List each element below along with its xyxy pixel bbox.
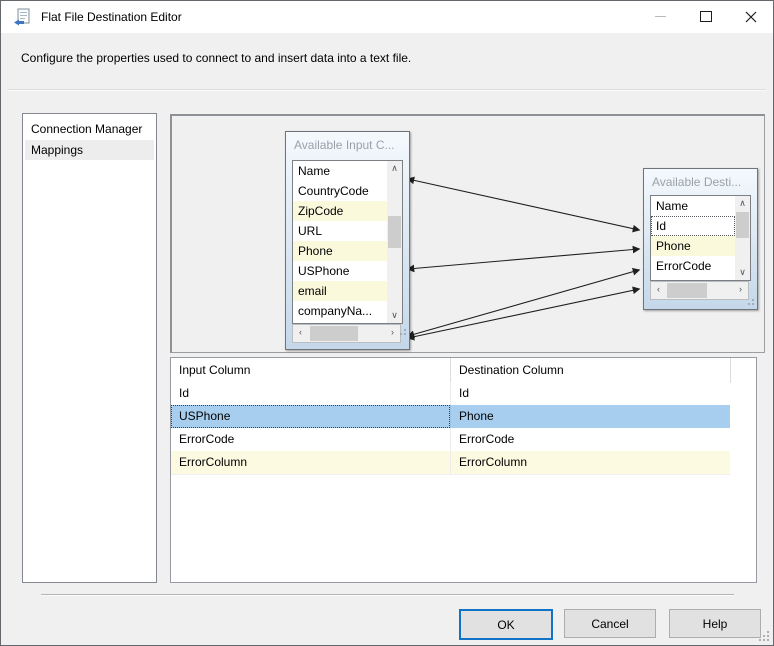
connection-line-errorcolumn[interactable] [406, 286, 641, 341]
grid-row-errorcolumn[interactable]: ErrorColumn ErrorColumn [171, 451, 730, 475]
available-destination-columns-title: Available Desti... [652, 175, 742, 189]
available-input-columns-title: Available Input C... [294, 138, 395, 152]
close-icon [745, 11, 756, 22]
input-column-item[interactable]: companyNa... [298, 304, 373, 318]
grid-cell-input[interactable]: USPhone [171, 405, 450, 428]
grid-row-id[interactable]: Id Id [171, 382, 730, 406]
title-bar[interactable]: Flat File Destination Editor [1, 1, 773, 33]
grid-cell-destination[interactable]: Id [450, 382, 739, 405]
mapping-diagram-panel: Available Input C... Name CountryCode Zi… [170, 114, 765, 353]
scrollbar-thumb[interactable] [310, 326, 358, 341]
available-input-columns-box[interactable]: Available Input C... Name CountryCode Zi… [285, 131, 410, 350]
input-column-item[interactable]: email [293, 281, 387, 301]
connection-line-errorcode[interactable] [406, 268, 641, 338]
scroll-up-icon[interactable]: ∧ [739, 198, 746, 208]
destination-column-item[interactable]: Id [651, 216, 735, 236]
resize-grip-icon[interactable] [745, 296, 755, 306]
ok-button[interactable]: OK [459, 609, 553, 640]
dialog-description: Configure the properties used to connect… [21, 51, 412, 65]
sidebar-item-mappings[interactable]: Mappings [25, 140, 154, 160]
destination-columns-list: Name Id Phone ErrorCode ∧ ∨ [650, 195, 751, 281]
input-column-item[interactable]: Phone [293, 241, 387, 261]
page-list: Connection Manager Mappings [22, 113, 157, 583]
destination-horizontal-scrollbar[interactable]: ‹ › [650, 281, 749, 300]
scroll-left-icon[interactable]: ‹ [657, 284, 660, 294]
ok-button-label: OK [497, 617, 515, 632]
input-columns-list: Name CountryCode ZipCode URL Phone USPho… [292, 160, 403, 324]
grid-cell-destination[interactable]: ErrorCode [450, 428, 739, 451]
header-separator [8, 89, 766, 91]
cancel-button-label: Cancel [591, 616, 629, 631]
maximize-icon [699, 11, 712, 22]
mappings-grid: Input Column Destination Column Id Id US… [170, 357, 757, 583]
connection-lines-layer [406, 176, 641, 341]
window-title: Flat File Destination Editor [41, 10, 182, 24]
grid-header-input-column[interactable]: Input Column [171, 358, 451, 383]
destination-column-item[interactable]: ErrorCode [656, 259, 712, 273]
grid-row-errorcode[interactable]: ErrorCode ErrorCode [171, 428, 730, 452]
sidebar-item-connection-manager[interactable]: Connection Manager [31, 122, 143, 136]
minimize-button [638, 1, 683, 32]
grid-cell-destination[interactable]: Phone [450, 405, 739, 428]
connection-line-usphone-phone[interactable] [406, 245, 641, 273]
destination-columns-rows: Name Id Phone ErrorCode [651, 196, 735, 280]
scroll-right-icon[interactable]: › [391, 327, 394, 337]
connection-line-id[interactable] [406, 176, 641, 233]
resize-grip-icon[interactable] [397, 326, 407, 336]
destination-column-item[interactable]: Name [656, 199, 689, 213]
grid-cell-input[interactable]: ErrorCode [179, 432, 235, 446]
close-button[interactable] [728, 1, 773, 32]
input-column-item[interactable]: ZipCode [293, 201, 387, 221]
grid-row-usphone[interactable]: USPhone Phone [171, 405, 730, 428]
scrollbar-thumb[interactable] [667, 283, 707, 298]
scroll-left-icon[interactable]: ‹ [299, 327, 302, 337]
destination-column-item[interactable]: Phone [651, 236, 735, 256]
available-destination-columns-box[interactable]: Available Desti... Name Id Phone ErrorCo… [643, 168, 758, 310]
help-button[interactable]: Help [669, 609, 761, 638]
maximize-button[interactable] [683, 1, 728, 32]
grid-cell-input[interactable]: Id [179, 386, 190, 400]
destination-vertical-scrollbar[interactable]: ∧ ∨ [735, 196, 750, 280]
input-horizontal-scrollbar[interactable]: ‹ › [292, 324, 401, 343]
grid-cell-input[interactable]: ErrorColumn [179, 455, 248, 469]
scroll-down-icon[interactable]: ∨ [739, 267, 746, 277]
sidebar-padding [23, 114, 156, 118]
scroll-right-icon[interactable]: › [739, 284, 742, 294]
grid-cell-destination[interactable]: ErrorColumn [450, 451, 739, 474]
input-column-item[interactable]: URL [298, 224, 323, 238]
input-vertical-scrollbar[interactable]: ∧ ∨ [387, 161, 402, 323]
grid-header-destination-column[interactable]: Destination Column [451, 358, 731, 383]
scrollbar-thumb[interactable] [388, 216, 401, 248]
input-column-item[interactable]: USPhone [298, 264, 350, 278]
input-column-item[interactable]: Name [298, 164, 331, 178]
help-button-label: Help [702, 616, 728, 631]
window-resize-grip-icon[interactable] [757, 629, 770, 642]
cancel-button[interactable]: Cancel [564, 609, 656, 638]
footer-separator [41, 594, 734, 596]
minimize-icon [655, 16, 666, 17]
app-icon [14, 8, 30, 26]
scroll-down-icon[interactable]: ∨ [391, 310, 398, 320]
scroll-up-icon[interactable]: ∧ [391, 163, 398, 173]
input-columns-rows: Name CountryCode ZipCode URL Phone USPho… [293, 161, 387, 323]
scrollbar-thumb[interactable] [736, 212, 749, 238]
input-column-item[interactable]: CountryCode [298, 184, 369, 198]
